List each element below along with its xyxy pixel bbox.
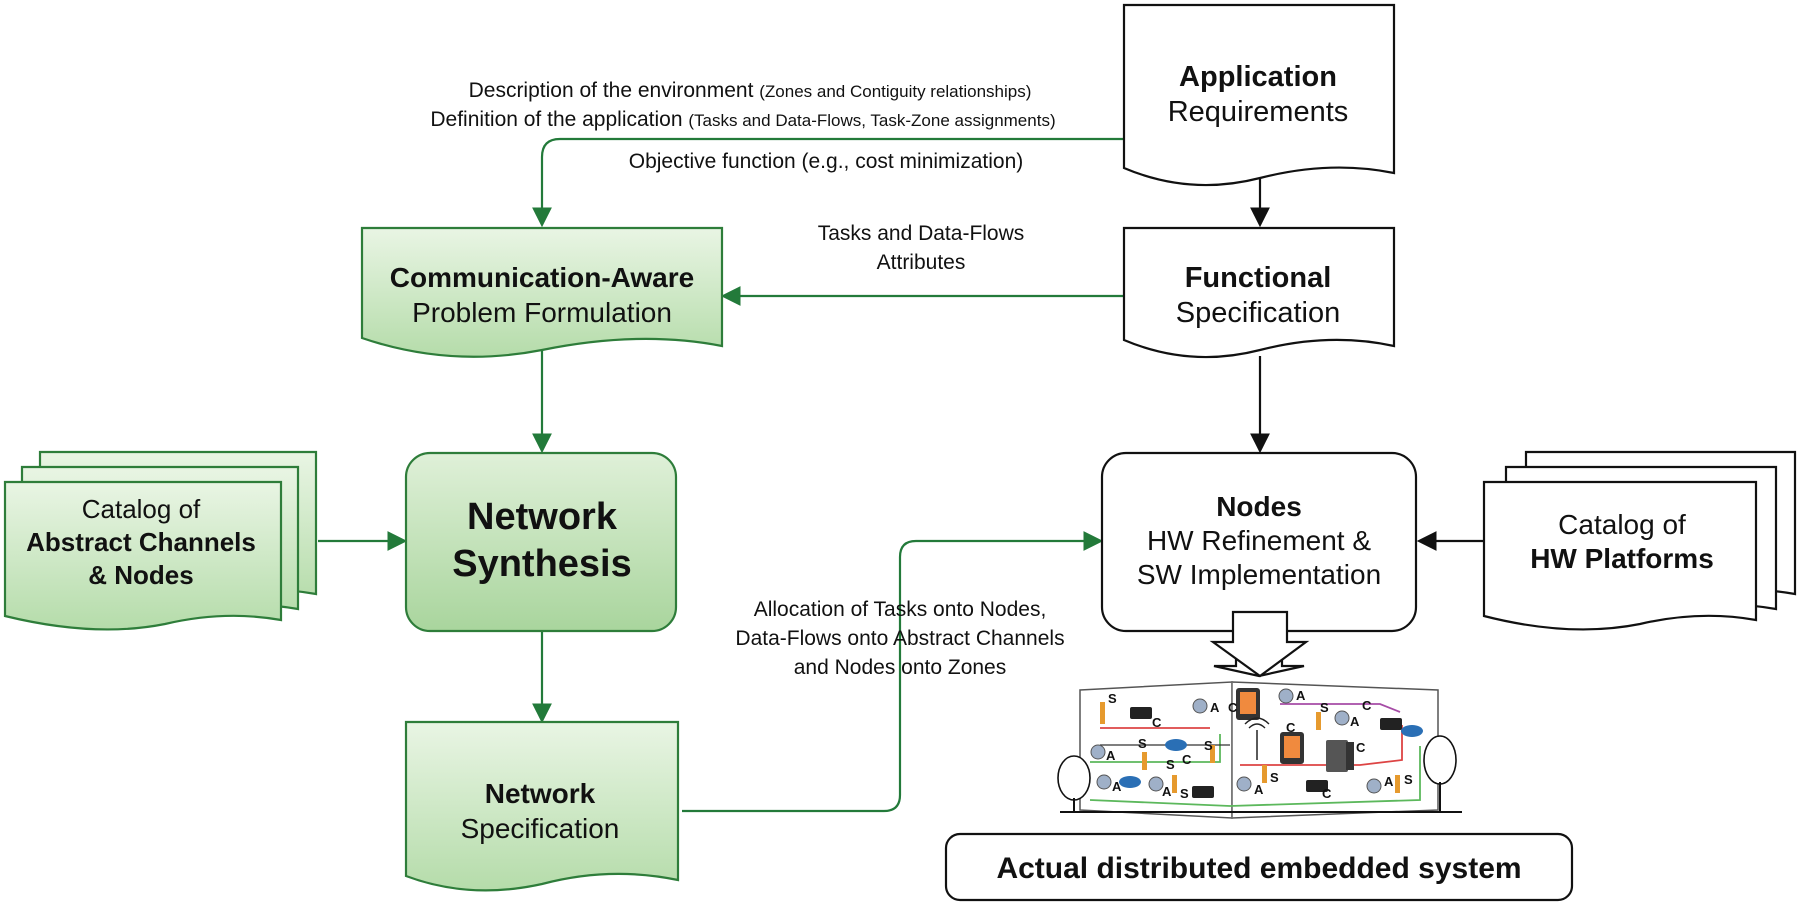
- node-network-specification: Network Specification: [404, 720, 680, 892]
- comm-aware-title: Communication-Aware: [390, 262, 694, 293]
- server-icon: [1326, 740, 1348, 772]
- catalog-channels-line1: Catalog of: [82, 494, 201, 524]
- node-actual-system: Actual distributed embedded system: [944, 832, 1574, 902]
- svg-text:C: C: [1356, 740, 1366, 755]
- edge-spec-to-nodes: [682, 531, 1104, 813]
- comm-aware-subtitle: Problem Formulation: [412, 297, 672, 328]
- catalog-channels-line3: & Nodes: [88, 560, 193, 590]
- node-application-requirements: Application Requirements: [1122, 3, 1396, 187]
- synthesis-line1: Network: [467, 496, 618, 538]
- label-alloc-3: and Nodes onto Zones: [794, 656, 1006, 679]
- building-illustration: S C A S A A C S A S S A C C S A C A S C …: [1057, 610, 1462, 819]
- svg-text:A: A: [1210, 700, 1220, 715]
- svg-text:C: C: [1182, 752, 1192, 767]
- svg-text:A: A: [1106, 748, 1116, 763]
- catalog-hw-line2: HW Platforms: [1530, 543, 1714, 574]
- svg-text:S: S: [1320, 700, 1329, 715]
- label-env: Description of the environment (Zones an…: [469, 79, 1032, 102]
- svg-text:S: S: [1404, 772, 1413, 787]
- label-attributes-1: Tasks and Data-Flows: [818, 222, 1025, 245]
- nodes-line2: HW Refinement &: [1147, 525, 1371, 556]
- functional-subtitle: Specification: [1176, 297, 1340, 329]
- label-app-def: Definition of the application (Tasks and…: [430, 108, 1055, 131]
- label-alloc-2: Data-Flows onto Abstract Channels: [735, 627, 1064, 650]
- svg-text:A: A: [1112, 779, 1122, 794]
- svg-text:S: S: [1138, 736, 1147, 751]
- catalog-hw-line1: Catalog of: [1558, 509, 1686, 540]
- svg-text:S: S: [1270, 770, 1279, 785]
- app-req-subtitle: Requirements: [1168, 96, 1349, 128]
- svg-text:C: C: [1322, 786, 1332, 801]
- tree-left-icon: [1057, 755, 1091, 812]
- node-hw-refinement: Nodes HW Refinement & SW Implementation: [1100, 451, 1418, 633]
- actual-system-label: Actual distributed embedded system: [996, 852, 1521, 885]
- svg-text:C: C: [1228, 700, 1238, 715]
- svg-text:S: S: [1204, 738, 1213, 753]
- svg-text:A: A: [1384, 774, 1394, 789]
- node-catalog-hw-platforms: Catalog of HW Platforms: [1482, 450, 1797, 631]
- svg-text:A: A: [1162, 784, 1172, 799]
- net-spec-subtitle: Specification: [461, 813, 620, 844]
- label-alloc-1: Allocation of Tasks onto Nodes,: [754, 598, 1047, 621]
- functional-title: Functional: [1185, 262, 1332, 294]
- synthesis-line2: Synthesis: [452, 543, 632, 585]
- node-catalog-abstract-channels: Catalog of Abstract Channels & Nodes: [3, 450, 318, 631]
- node-network-synthesis: Network Synthesis: [404, 451, 678, 633]
- nodes-title: Nodes: [1216, 491, 1302, 522]
- svg-text:C: C: [1152, 715, 1162, 730]
- svg-text:A: A: [1350, 714, 1360, 729]
- svg-text:A: A: [1296, 688, 1306, 703]
- hollow-arrow-icon: [1209, 610, 1310, 678]
- svg-text:C: C: [1286, 720, 1296, 735]
- nodes-line3: SW Implementation: [1137, 559, 1381, 590]
- edge-app-to-comm: [532, 137, 1123, 228]
- svg-text:A: A: [1254, 782, 1264, 797]
- app-req-title: Application: [1179, 61, 1337, 93]
- svg-text:S: S: [1166, 757, 1175, 772]
- antenna-icon: [1244, 717, 1270, 760]
- node-comm-aware-formulation: Communication-Aware Problem Formulation: [360, 226, 724, 358]
- net-spec-title: Network: [485, 778, 596, 809]
- label-objective: Objective function (e.g., cost minimizat…: [629, 150, 1024, 173]
- tree-right-icon: [1423, 735, 1457, 812]
- svg-text:S: S: [1108, 691, 1117, 706]
- svg-text:S: S: [1180, 786, 1189, 801]
- svg-text:C: C: [1362, 698, 1372, 713]
- node-functional-specification: Functional Specification: [1122, 226, 1396, 359]
- label-attributes-2: Attributes: [877, 251, 966, 274]
- catalog-channels-line2: Abstract Channels: [26, 527, 256, 557]
